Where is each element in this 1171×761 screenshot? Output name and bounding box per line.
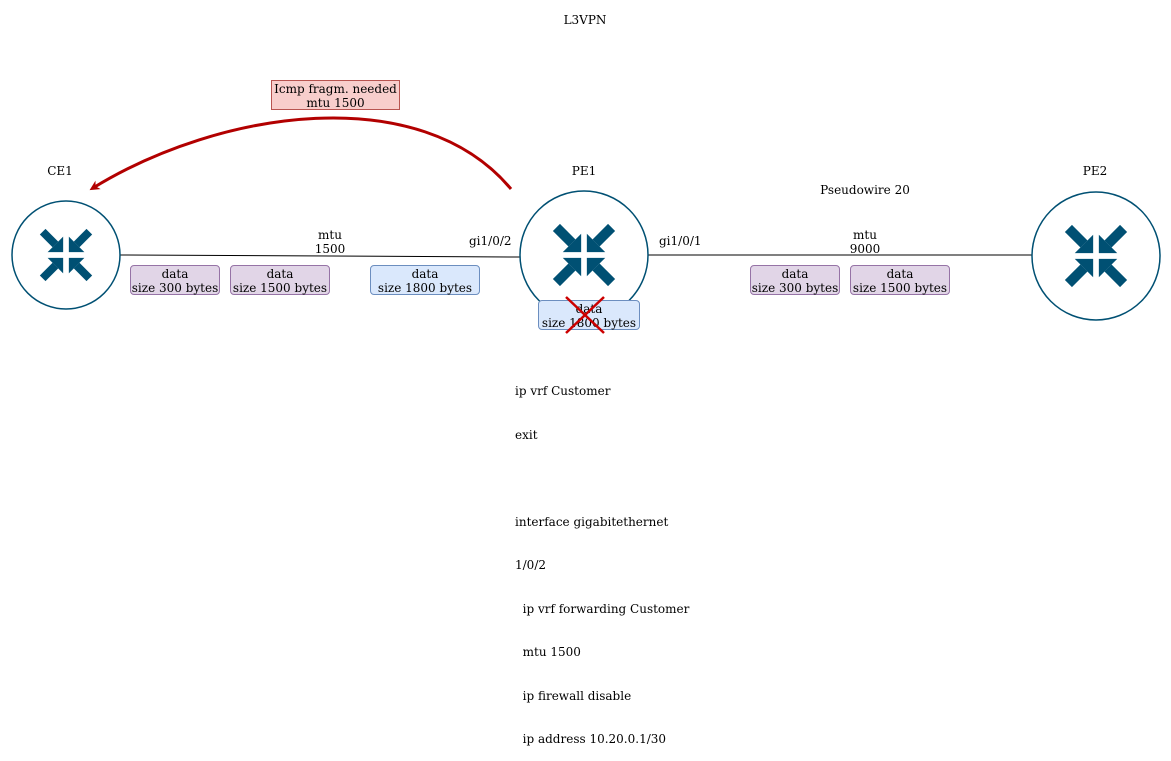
icmp-return-arrow xyxy=(89,116,513,191)
left-mtu-label: mtu xyxy=(318,228,342,242)
config-line: exit xyxy=(515,427,538,442)
pe1-interface-gi1-0-2: gi1/0/2 xyxy=(469,234,512,248)
packet-text-line1: data xyxy=(161,267,189,281)
packet-left-300: data size 300 bytes xyxy=(130,265,220,295)
node-label-pe1: PE1 xyxy=(571,164,597,178)
node-label-ce1: CE1 xyxy=(47,164,73,178)
config-line xyxy=(515,471,689,486)
packet-text-line2: size 1500 bytes xyxy=(232,281,328,295)
packet-text-line2: size 1800 bytes xyxy=(377,281,473,295)
drop-cross-icon xyxy=(565,296,605,334)
link-ce1-pe1 xyxy=(119,254,521,258)
pe1-interface-gi1-0-1: gi1/0/1 xyxy=(659,234,702,248)
packet-text-line1: data xyxy=(266,267,294,281)
packet-text-line1: data xyxy=(886,267,914,281)
config-line: ip vrf Customer xyxy=(515,384,611,398)
config-line: ip address 10.20.0.1/30 xyxy=(515,732,667,746)
right-mtu-value: 9000 xyxy=(849,242,881,256)
router-pe1-icon[interactable] xyxy=(519,190,649,320)
router-pe2-icon[interactable] xyxy=(1031,191,1161,321)
pe1-config-block: ip vrf Customer exit interface gigabitet… xyxy=(515,355,689,761)
diagram-title: L3VPN xyxy=(563,13,607,27)
node-label-pe2: PE2 xyxy=(1082,164,1108,178)
packet-text-line2: size 1500 bytes xyxy=(852,281,948,295)
packet-text-line2: size 1800 bytes xyxy=(541,316,637,330)
config-line: interface gigabitethernet xyxy=(515,514,669,529)
packet-text-line2: size 300 bytes xyxy=(751,281,839,295)
router-ce1-icon[interactable] xyxy=(11,200,121,310)
packet-left-1500: data size 1500 bytes xyxy=(230,265,330,295)
icmp-message-box: Icmp fragm. needed mtu 1500 xyxy=(271,80,400,110)
packet-text-line1: data xyxy=(781,267,809,281)
packet-text-line2: size 300 bytes xyxy=(131,281,219,295)
icmp-message-line2: mtu 1500 xyxy=(306,96,365,110)
packet-right-300: data size 300 bytes xyxy=(750,265,840,295)
packet-right-1500: data size 1500 bytes xyxy=(850,265,950,295)
icmp-message-line1: Icmp fragm. needed xyxy=(274,82,397,96)
config-line: ip vrf forwarding Customer xyxy=(515,601,690,616)
config-line: mtu 1500 xyxy=(515,645,581,659)
config-line: ip firewall disable xyxy=(515,688,632,703)
packet-text-line1: data xyxy=(411,267,439,281)
config-line: 1/0/2 xyxy=(515,558,546,572)
network-diagram xyxy=(11,116,1161,321)
right-mtu-label: mtu xyxy=(853,228,877,242)
pseudowire-label: Pseudowire 20 xyxy=(820,183,910,197)
left-mtu-value: 1500 xyxy=(314,242,346,256)
packet-left-1800: data size 1800 bytes xyxy=(370,265,480,295)
